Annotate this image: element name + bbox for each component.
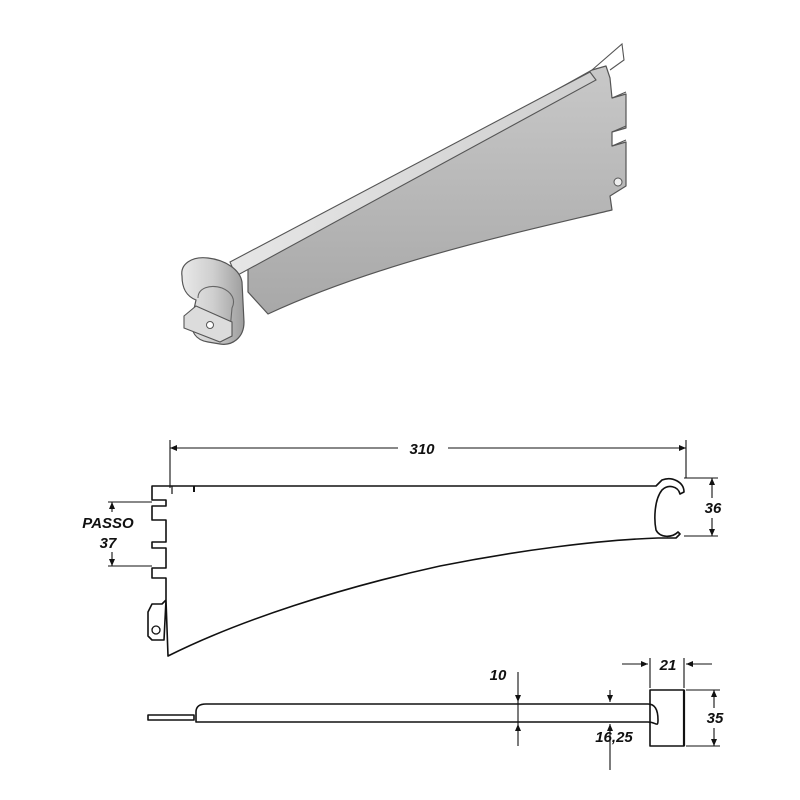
offset-label: 16,25: [595, 729, 633, 746]
bracket-rear-tabs: [591, 42, 627, 147]
side-view-outline: [147, 477, 685, 657]
clip-height-label: 35: [707, 710, 724, 727]
bracket-side-view: 310 PASSO 37 36: [72, 437, 726, 657]
top-view-bar: [195, 703, 659, 725]
top-view-clip: [649, 689, 685, 747]
bracket-foot-hole: [206, 321, 214, 329]
thickness-label: 10: [490, 667, 507, 684]
bracket-3d-view: [181, 42, 627, 345]
hook-height-label: 36: [705, 500, 722, 517]
clip-width-label: 21: [659, 657, 677, 674]
pitch-value: 37: [100, 535, 117, 552]
bracket-rear-hole: [613, 177, 623, 187]
side-view-hole: [151, 625, 161, 635]
pitch-label: PASSO: [82, 515, 134, 532]
length-label: 310: [409, 441, 435, 458]
bracket-web: [247, 65, 627, 315]
bracket-top-view: 10 16,25 21 35: [147, 657, 728, 770]
top-view-tab: [147, 714, 195, 721]
